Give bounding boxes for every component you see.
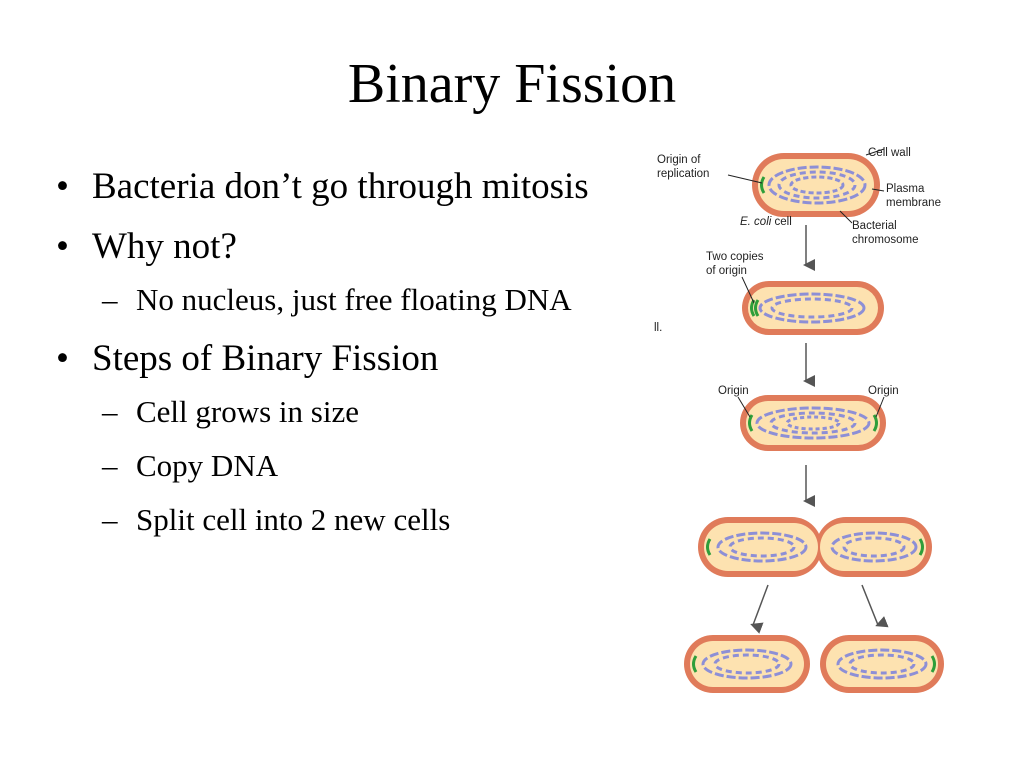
cell-stage-1 [752,153,880,217]
plasma-membrane-label-line2: membrane [886,197,941,209]
plasma-membrane-label: Plasma [886,183,925,195]
sub-bullet-marker: – [102,502,118,537]
sub-bullet-text: No nucleus, just free floating DNA [136,282,572,317]
sub-bullet-text: Split cell into 2 new cells [136,502,451,537]
bullet-text: Steps of Binary Fission [92,338,439,379]
bullet-item: • Steps of Binary Fission [50,336,620,382]
sub-bullet-text: Copy DNA [136,448,279,483]
bacterial-chromosome-label-line2: chromosome [852,234,918,246]
slide-title: Binary Fission [347,53,677,115]
bullet-marker: • [56,338,69,379]
sub-bullet-item: – Copy DNA [50,446,620,486]
arrow-diagonal-icon [861,584,889,628]
bullet-list: • Bacteria don’t go through mitosis • Wh… [50,164,620,556]
sub-bullet-text: Cell grows in size [136,394,359,429]
two-copies-label: Two copies [706,251,764,263]
origin-marker [918,538,924,556]
bullet-marker: • [56,166,69,207]
cell-stage-2 [742,281,884,335]
daughter-cell-left [684,635,810,693]
origin-of-replication-label-line2: replication [657,168,709,180]
bullet-marker: • [56,226,69,267]
ecoli-cell-text: cell [771,216,791,228]
origin-marker [930,655,936,673]
daughter-cell-right [820,635,944,693]
origin-marker [748,414,754,432]
cell-stage-4-dividing [698,517,932,577]
ecoli-cell-label: E. coli cell [740,216,792,228]
bullet-item: • Bacteria don’t go through mitosis [50,164,620,210]
bullet-text: Why not? [92,226,237,267]
arrow-diagonal-icon [750,584,769,634]
sub-bullet-item: – No nucleus, just free floating DNA [50,280,620,320]
bullet-text: Bacteria don’t go through mitosis [92,166,589,207]
origin-right-label: Origin [868,385,899,397]
sub-bullet-marker: – [102,394,118,429]
origin-marker [760,176,766,194]
two-copies-label-line2: of origin [706,265,747,277]
diagram-svg: Origin of replication Cell wall Plasma m… [654,147,944,693]
origin-of-replication-label: Origin of [657,154,701,166]
origin-marker [754,299,760,317]
sub-bullet-marker: – [102,282,118,317]
cell-wall-label: Cell wall [868,147,911,159]
origin-left-label: Origin [718,385,749,397]
ecoli-italic: E. coli [740,216,772,228]
origin-marker [872,414,878,432]
bullet-item: • Why not? [50,224,620,270]
sub-bullet-marker: – [102,448,118,483]
cell-stage-3 [740,395,886,451]
cropped-text-fragment: ll. [654,322,662,334]
origin-marker [706,538,712,556]
sub-bullet-item: – Split cell into 2 new cells [50,500,620,540]
binary-fission-diagram: Origin of replication Cell wall Plasma m… [640,135,970,705]
origin-marker [692,655,698,673]
bacterial-chromosome-label: Bacterial [852,220,897,232]
sub-bullet-item: – Cell grows in size [50,392,620,432]
